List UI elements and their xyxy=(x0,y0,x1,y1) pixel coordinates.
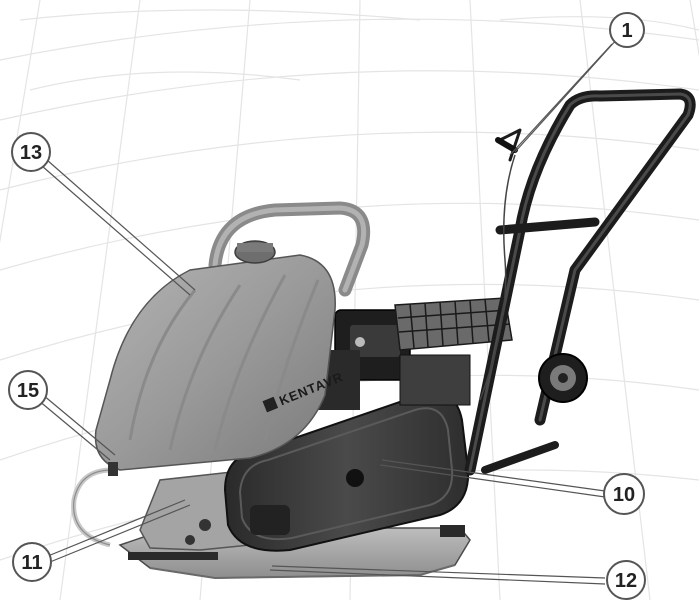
transport-wheel xyxy=(538,353,588,403)
water-tank xyxy=(94,240,336,471)
belt-cover xyxy=(223,391,470,552)
handle-frame xyxy=(464,88,696,476)
callout-1: 1 xyxy=(609,12,645,48)
callout-10: 10 xyxy=(603,473,645,515)
water-hose xyxy=(71,462,118,548)
tank-handle xyxy=(208,201,371,297)
callout-11: 11 xyxy=(12,542,52,582)
callout-13-label: 13 xyxy=(20,142,42,164)
callout-10-label: 10 xyxy=(613,484,635,506)
muffler-guard xyxy=(394,297,513,351)
callout-11-label: 11 xyxy=(21,552,42,574)
callout-13: 13 xyxy=(11,132,51,172)
throttle-cable xyxy=(479,154,516,401)
callout-12: 12 xyxy=(606,560,646,600)
callout-15-label: 15 xyxy=(17,380,39,402)
callout-12-label: 12 xyxy=(615,570,637,592)
callout-1-label: 1 xyxy=(621,20,632,42)
callout-leaders xyxy=(37,37,619,585)
callout-15: 15 xyxy=(8,370,48,410)
